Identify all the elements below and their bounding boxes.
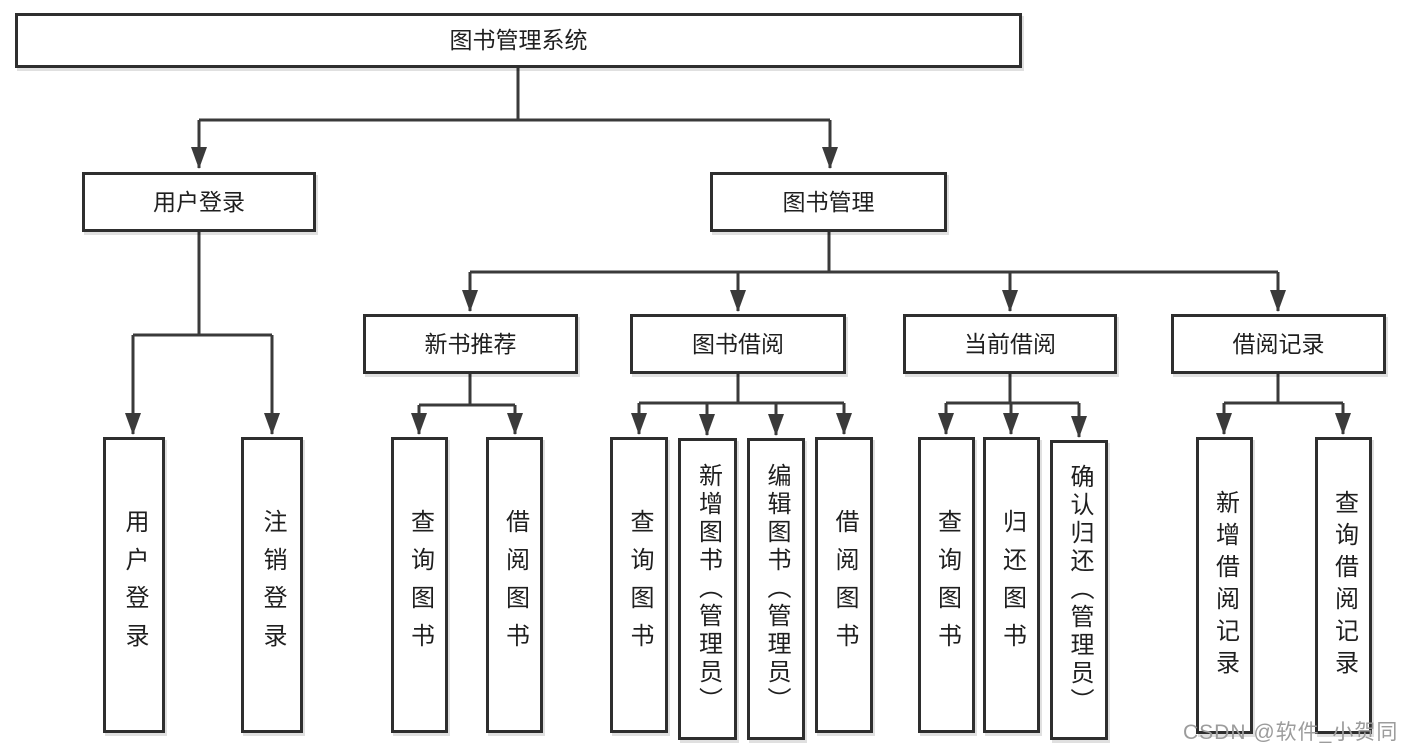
leaf-records-add-record-label: 新增借阅记录	[1211, 489, 1239, 682]
node-book-borrowing-label: 图书借阅	[692, 330, 784, 357]
leaf-borrowing-query-books: 查询图书	[610, 437, 668, 733]
node-book-management: 图书管理	[710, 172, 947, 232]
leaf-user-login: 用户登录	[103, 437, 165, 733]
node-user-login-label: 用户登录	[153, 188, 245, 215]
leaf-recommend-query-books: 查询图书	[391, 437, 448, 733]
leaf-current-return-books: 归还图书	[983, 437, 1040, 733]
node-root: 图书管理系统	[15, 13, 1022, 68]
connector-root-split	[199, 68, 830, 122]
leaf-borrowing-edit-books-admin-label: 编辑图书（管理员）	[763, 463, 790, 715]
leaf-records-add-record: 新增借阅记录	[1196, 437, 1253, 734]
node-book-management-label: 图书管理	[782, 188, 875, 215]
leaf-records-query-record: 查询借阅记录	[1315, 437, 1372, 734]
leaf-logout-label: 注销登录	[259, 509, 286, 661]
leaf-current-query-books: 查询图书	[918, 437, 975, 733]
leaf-borrowing-query-books-label: 查询图书	[626, 509, 653, 661]
node-current-borrowing: 当前借阅	[903, 314, 1117, 374]
connector-recommend-split	[419, 374, 515, 407]
node-current-borrowing-label: 当前借阅	[964, 330, 1056, 357]
leaf-borrowing-edit-books-admin: 编辑图书（管理员）	[747, 438, 805, 740]
leaf-recommend-query-books-label: 查询图书	[406, 509, 434, 661]
connector-records-split	[1224, 374, 1343, 405]
leaf-user-login-label: 用户登录	[121, 509, 148, 661]
node-user-login: 用户登录	[82, 172, 316, 232]
leaf-recommend-borrow-books-label: 借阅图书	[501, 509, 529, 661]
node-borrow-records: 借阅记录	[1171, 314, 1386, 374]
leaf-borrowing-borrow-books-label: 借阅图书	[831, 509, 858, 661]
leaf-current-query-books-label: 查询图书	[933, 509, 961, 661]
leaf-recommend-borrow-books: 借阅图书	[486, 437, 543, 733]
connector-borrowing-split	[639, 374, 844, 405]
node-book-borrowing: 图书借阅	[630, 314, 846, 374]
leaf-records-query-record-label: 查询借阅记录	[1330, 489, 1358, 682]
connector-book-management-split	[470, 232, 1278, 274]
node-new-book-recommend: 新书推荐	[363, 314, 578, 374]
node-new-book-recommend-label: 新书推荐	[424, 330, 517, 357]
leaf-borrowing-add-books-admin: 新增图书（管理员）	[678, 438, 737, 740]
leaf-current-confirm-return-admin: 确认归还（管理员）	[1050, 440, 1108, 740]
connector-user-login-split	[133, 232, 272, 337]
leaf-logout: 注销登录	[241, 437, 303, 733]
leaf-current-confirm-return-admin-label: 确认归还（管理员）	[1066, 464, 1093, 716]
connector-current-split	[946, 374, 1079, 405]
node-borrow-records-label: 借阅记录	[1232, 330, 1325, 357]
leaf-current-return-books-label: 归还图书	[998, 509, 1026, 661]
node-root-label: 图书管理系统	[449, 27, 588, 53]
leaf-borrowing-borrow-books: 借阅图书	[815, 437, 873, 733]
leaf-borrowing-add-books-admin-label: 新增图书（管理员）	[694, 463, 722, 715]
